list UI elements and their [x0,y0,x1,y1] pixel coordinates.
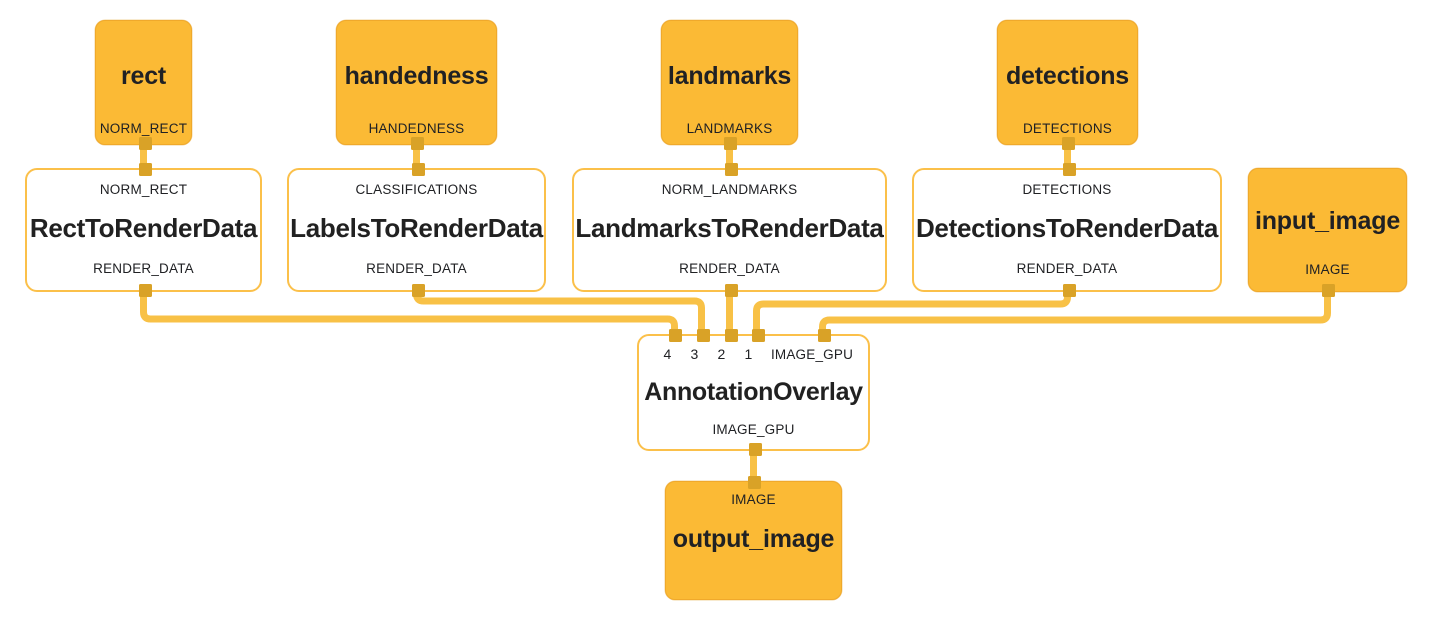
stream-title-input-image: input_image [1254,207,1401,236]
stream-node-output-image[interactable]: IMAGE output_image [665,476,842,600]
output-port-landmarkstorenderdata[interactable] [725,284,738,297]
overlay-input-port-3[interactable]: 3 [690,346,699,362]
calculator-node-recttorenderdata[interactable]: NORM_RECT RectToRenderData RENDER_DATA [25,163,262,297]
calculator-output-tag-recttorenderdata: RENDER_DATA [93,261,194,276]
calculator-input-tag-labelstorenderdata: CLASSIFICATIONS [355,182,478,197]
calculator-title-labelstorenderdata: LabelsToRenderData [290,213,543,244]
calculator-node-landmarkstorenderdata[interactable]: NORM_LANDMARKS LandmarksToRenderData REN… [572,163,887,297]
calculator-input-tag-detectionstorenderdata: DETECTIONS [1022,182,1112,197]
edge-detectionstorenderdata-to-overlay-1 [753,289,1071,334]
overlay-input-port-2[interactable]: 2 [717,346,726,362]
stream-title-handedness: handedness [344,61,489,90]
calculator-output-tag-labelstorenderdata: RENDER_DATA [366,261,467,276]
calculator-title-detectionstorenderdata: DetectionsToRenderData [915,213,1219,244]
calculator-title-annotationoverlay: AnnotationOverlay [644,377,863,406]
stream-title-landmarks: landmarks [667,61,792,90]
stream-node-handedness[interactable]: handedness HANDEDNESS [336,20,497,150]
calculator-node-labelstorenderdata[interactable]: CLASSIFICATIONS LabelsToRenderData RENDE… [287,163,546,297]
stream-type-handedness: HANDEDNESS [368,121,465,136]
overlay-output-port[interactable] [749,443,762,456]
edge-labelstorenderdata-to-overlay-3 [413,289,705,334]
input-port-landmarkstorenderdata[interactable] [725,163,738,176]
stream-node-landmarks[interactable]: landmarks LANDMARKS [661,20,798,150]
output-port-detectionstorenderdata[interactable] [1063,284,1076,297]
overlay-port-square-2[interactable] [725,329,738,342]
stream-type-landmarks: LANDMARKS [686,121,773,136]
stream-type-rect: NORM_RECT [99,121,188,136]
overlay-input-port-4[interactable]: 4 [663,346,672,362]
input-port-detectionstorenderdata[interactable] [1063,163,1076,176]
stream-type-input-image: IMAGE [1305,262,1350,277]
stream-title-rect: rect [120,61,167,90]
calculator-node-annotationoverlay[interactable]: 4 3 2 1 IMAGE_GPU AnnotationOverlay IMAG… [637,329,870,456]
calculator-output-tag-detectionstorenderdata: RENDER_DATA [1016,261,1118,276]
calculator-input-tag-landmarkstorenderdata: NORM_LANDMARKS [661,182,798,197]
output-port-landmarks[interactable] [724,137,737,150]
overlay-input-port-image-gpu[interactable]: IMAGE_GPU [770,347,854,362]
calculator-title-recttorenderdata: RectToRenderData [29,213,258,244]
calculator-input-tag-recttorenderdata: NORM_RECT [99,182,188,197]
calculator-title-landmarkstorenderdata: LandmarksToRenderData [575,213,884,244]
overlay-port-square-4[interactable] [669,329,682,342]
stream-title-detections: detections [1005,61,1130,90]
input-port-output-image[interactable] [748,476,761,489]
output-port-detections[interactable] [1062,137,1075,150]
calculator-output-tag-landmarkstorenderdata: RENDER_DATA [679,261,780,276]
stream-node-input-image[interactable]: input_image IMAGE [1248,168,1407,297]
input-port-recttorenderdata[interactable] [139,163,152,176]
overlay-input-tags: 4 3 2 1 IMAGE_GPU [647,346,860,362]
output-port-recttorenderdata[interactable] [139,284,152,297]
edge-recttorenderdata-to-overlay-4 [140,289,678,334]
overlay-input-port-1[interactable]: 1 [744,346,753,362]
stream-node-detections[interactable]: detections DETECTIONS [997,20,1138,150]
edge-inputimage-to-overlay-imagegpu [819,289,1331,334]
output-port-labelstorenderdata[interactable] [412,284,425,297]
input-port-labelstorenderdata[interactable] [412,163,425,176]
output-port-input-image[interactable] [1322,284,1335,297]
stream-type-output-image: IMAGE [731,492,776,507]
overlay-port-square-1[interactable] [752,329,765,342]
stream-title-output-image: output_image [672,524,835,553]
overlay-output-tag: IMAGE_GPU [712,422,795,437]
output-port-rect[interactable] [139,137,152,150]
output-port-handedness[interactable] [411,137,424,150]
stream-type-detections: DETECTIONS [1022,121,1112,136]
overlay-port-square-image-gpu[interactable] [818,329,831,342]
overlay-port-square-3[interactable] [697,329,710,342]
stream-node-rect[interactable]: rect NORM_RECT [95,20,192,150]
calculator-node-detectionstorenderdata[interactable]: DETECTIONS DetectionsToRenderData RENDER… [912,163,1222,297]
